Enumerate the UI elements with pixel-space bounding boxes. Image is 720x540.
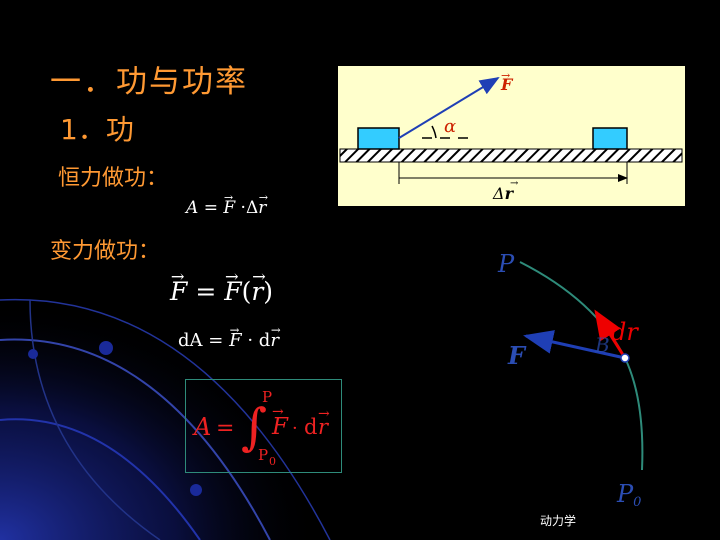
footer-label: 动力学 xyxy=(540,514,577,528)
background-arc xyxy=(0,298,331,540)
force-arrow xyxy=(398,76,500,139)
svg-text:→: → xyxy=(318,406,330,422)
section-subtitle: 1．功 xyxy=(60,113,134,146)
ground-hatch xyxy=(339,148,683,163)
svg-text:A: A xyxy=(192,413,211,441)
force-label: F xyxy=(500,75,514,94)
constant-force-diagram: α F → Δr → xyxy=(338,66,685,206)
svg-text:P: P xyxy=(258,446,268,464)
svg-text:→: → xyxy=(272,404,284,420)
background-dot xyxy=(28,349,38,359)
displacement-label: Δr xyxy=(492,184,515,203)
svg-text:r: r xyxy=(318,415,330,439)
angle-arc xyxy=(431,125,437,139)
svg-text:→: → xyxy=(510,178,519,189)
svg-text:=: = xyxy=(216,416,234,441)
background-arc xyxy=(29,299,161,540)
svg-text:0: 0 xyxy=(269,455,276,468)
differential-work-equation: dA = F · dr xyxy=(178,323,280,351)
background-dot xyxy=(99,341,113,355)
block-start xyxy=(357,127,400,150)
svg-text:∫: ∫ xyxy=(241,398,267,456)
background-dot xyxy=(190,484,202,496)
force-function-equation: F = F(r) xyxy=(170,267,273,306)
dr-label: dr xyxy=(611,318,639,346)
background-arc xyxy=(0,338,271,540)
variable-force-label: 变力做功： xyxy=(50,239,161,264)
trajectory-curve xyxy=(519,261,644,471)
point-b xyxy=(620,353,630,363)
constant-force-label: 恒力做功： xyxy=(58,166,169,191)
integral-work-box: A = ∫ P P 0 F → · d r → xyxy=(185,379,342,473)
angle-label: α xyxy=(444,116,456,137)
svg-text:→: → xyxy=(501,69,510,82)
force-vector xyxy=(523,330,626,360)
block-end xyxy=(592,127,628,150)
end-point-label: P0 xyxy=(616,480,641,510)
svg-text:·: · xyxy=(292,418,298,439)
slide-title: 一．功与功率 xyxy=(50,64,248,100)
point-b-label: B xyxy=(594,333,610,357)
integral-work-equation: A = ∫ P P 0 F → · d r → xyxy=(192,388,330,468)
svg-text:P: P xyxy=(262,388,272,406)
force-vector-label: F xyxy=(507,341,527,370)
svg-text:F: F xyxy=(271,414,289,440)
dr-vector xyxy=(594,309,627,359)
constant-work-equation: A = F ·Δr xyxy=(186,191,268,218)
start-point-label: P xyxy=(497,250,515,278)
svg-text:d: d xyxy=(304,415,317,439)
variable-force-diagram: P P0 F B dr xyxy=(497,250,644,510)
background-arc xyxy=(0,418,201,540)
